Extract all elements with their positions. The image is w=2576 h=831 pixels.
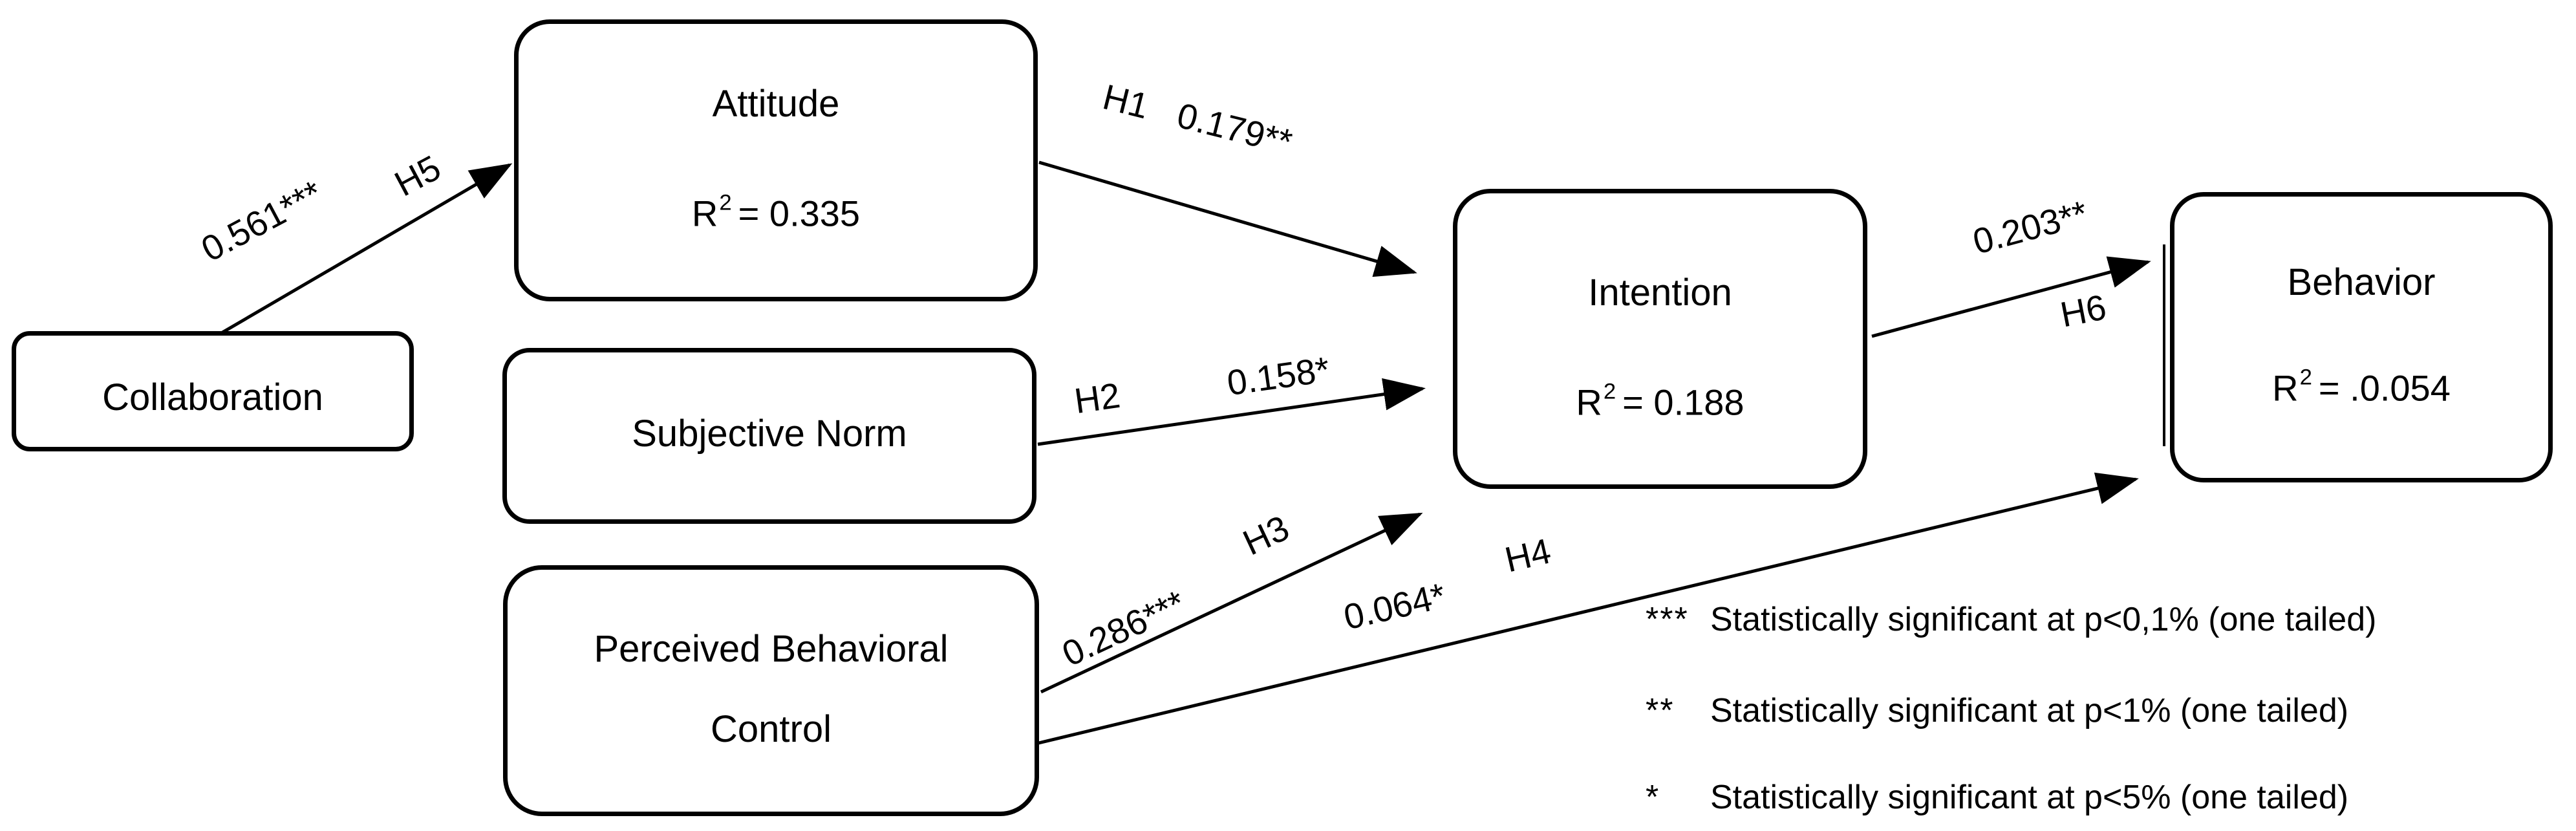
- node-intention-title: Intention: [1588, 271, 1732, 314]
- node-collaboration: Collaboration: [12, 331, 414, 451]
- node-subjective-norm-title: Subjective Norm: [632, 413, 907, 455]
- legend-stars-one: *: [1646, 779, 1660, 816]
- legend-row-p1: ** Statistically significant at p<1% (one…: [1646, 691, 2348, 731]
- legend-text-p01: Statistically significant at p<0,1% (one…: [1710, 601, 2377, 638]
- legend-row-p01: *** Statistically significant at p<0,1% (…: [1646, 599, 2376, 640]
- arrow-h6-line: [1871, 256, 2151, 338]
- arrow-h3-line: [1040, 512, 1423, 694]
- legend-text-p5: Statistically significant at p<5% (one t…: [1710, 779, 2349, 816]
- node-pbc-title-line2: Control: [711, 707, 832, 750]
- path-h2-hypothesis-label: H2: [1071, 374, 1123, 422]
- node-attitude: Attitude R2= 0.335: [514, 19, 1038, 301]
- arrow-h1-line: [1038, 160, 1417, 277]
- node-attitude-title: Attitude: [712, 83, 840, 125]
- node-intention: Intention R2= 0.188: [1453, 189, 1867, 489]
- path-h6-hypothesis-label: H6: [2057, 286, 2110, 335]
- node-pbc-title-line1: Perceived Behavioral: [594, 628, 949, 671]
- legend-row-p5: * Statistically significant at p<5% (one …: [1646, 777, 2348, 817]
- path-h4-hypothesis-label: H4: [1501, 530, 1555, 580]
- node-behavior-title: Behavior: [2287, 261, 2436, 303]
- node-behavior-r-squared: R2= .0.054: [2272, 365, 2451, 409]
- node-perceived-behavioral-control: Perceived Behavioral Control: [503, 565, 1039, 816]
- legend-stars-three: ***: [1646, 601, 1689, 638]
- arrow-h2-line: [1037, 378, 1426, 446]
- arrow-h4-line: [1035, 472, 2139, 746]
- node-intention-r-squared: R2= 0.188: [1576, 379, 1744, 423]
- legend-text-p1: Statistically significant at p<1% (one t…: [1710, 692, 2349, 729]
- node-collaboration-title: Collaboration: [102, 376, 323, 419]
- legend-stars-two: **: [1646, 692, 1675, 729]
- node-attitude-r-squared: R2= 0.335: [691, 190, 861, 234]
- node-behavior: Behavior R2= .0.054: [2170, 192, 2553, 482]
- node-subjective-norm: Subjective Norm: [502, 348, 1036, 524]
- arrow-h5-line: [213, 163, 513, 339]
